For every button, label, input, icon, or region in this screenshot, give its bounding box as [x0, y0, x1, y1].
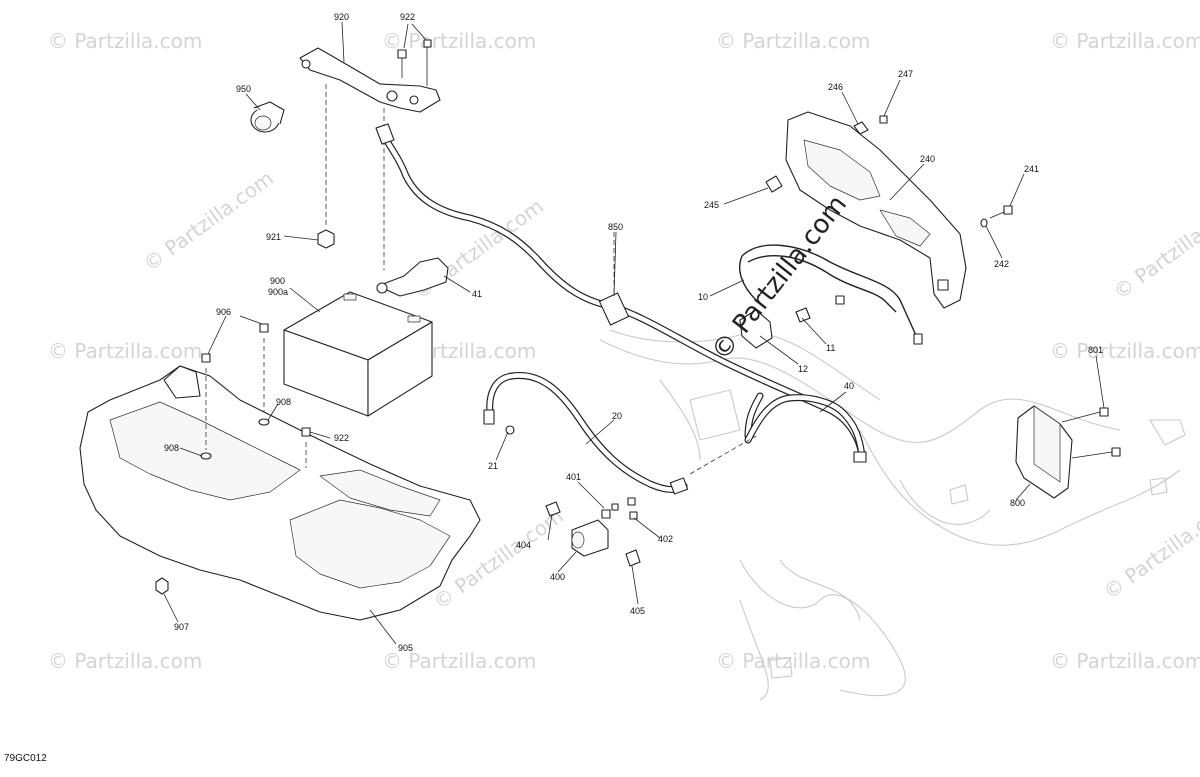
cable-40 [744, 394, 867, 463]
callout-245: 245 [704, 200, 719, 210]
callout-12: 12 [798, 364, 808, 374]
callout-905: 905 [398, 643, 413, 653]
callout-21: 21 [488, 461, 498, 471]
diagram-code: 79GC012 [4, 753, 47, 764]
callout-404: 404 [516, 540, 531, 550]
watermark: © Partzilla.com [1050, 29, 1200, 53]
callout-240: 240 [920, 154, 935, 164]
callout-241: 241 [1024, 164, 1039, 174]
callout-10: 10 [698, 292, 708, 302]
callout-907: 907 [174, 622, 189, 632]
callout-922: 922 [334, 433, 349, 443]
callout-800: 800 [1010, 498, 1025, 508]
callout-40: 40 [844, 381, 854, 391]
nut-icon [317, 229, 335, 249]
watermark: © Partzilla.com [48, 649, 202, 673]
watermark: © Partzilla.com [716, 649, 870, 673]
nut-icon [155, 418, 270, 595]
bolt-icon [879, 115, 1013, 228]
callout-921: 921 [266, 232, 281, 242]
callout-850: 850 [608, 222, 623, 232]
callout-922: 922 [400, 12, 415, 22]
callout-405: 405 [630, 606, 645, 616]
bracket-240 [765, 111, 967, 309]
callout-246: 246 [828, 82, 843, 92]
callout-402: 402 [658, 534, 673, 544]
watermark: © Partzilla.com [1109, 194, 1200, 304]
callout-908: 908 [276, 397, 291, 407]
watermark: © Partzilla.com [1050, 339, 1200, 363]
callout-400: 400 [550, 572, 565, 582]
callout-401: 401 [566, 472, 581, 482]
control-module-icon [1015, 405, 1121, 499]
callout-247: 247 [898, 69, 913, 79]
callout-801: 801 [1088, 345, 1103, 355]
background-harness [599, 329, 1186, 701]
watermark-large: © Partzilla.com [706, 190, 853, 367]
solenoid-icon [545, 497, 641, 567]
callout-950: 950 [236, 84, 251, 94]
watermark: © Partzilla.com [139, 166, 278, 276]
callout-20: 20 [612, 411, 622, 421]
callout-906: 906 [216, 307, 231, 317]
callout-41: 41 [472, 289, 482, 299]
callout-900: 900 [270, 276, 285, 286]
cable-20 [483, 371, 757, 495]
battery-icon [283, 291, 433, 417]
watermark: © Partzilla.com [1099, 494, 1200, 604]
wiring-harness-10 [738, 244, 923, 345]
watermark: © Partzilla.com [48, 339, 202, 363]
watermark: © Partzilla.com [48, 29, 202, 53]
watermark: © Partzilla.com [382, 29, 536, 53]
bolt-icon [397, 39, 432, 86]
battery-cable-41 [376, 257, 449, 297]
callout-908: 908 [164, 443, 179, 453]
callout-900a: 900a [268, 287, 288, 297]
battery-tray-icon [79, 338, 481, 621]
callout-labels: 920 922 950 921 900 900a 41 906 908 908 … [164, 12, 1103, 653]
watermark: © Partzilla.com [716, 29, 870, 53]
watermark: © Partzilla.com [382, 649, 536, 673]
watermark: © Partzilla.com [1050, 649, 1200, 673]
bolt-icon [201, 323, 311, 437]
leader-lines [163, 21, 1105, 645]
callout-242: 242 [994, 259, 1009, 269]
callout-920: 920 [334, 12, 349, 22]
socket-icon [250, 101, 285, 133]
callout-11: 11 [826, 343, 835, 353]
